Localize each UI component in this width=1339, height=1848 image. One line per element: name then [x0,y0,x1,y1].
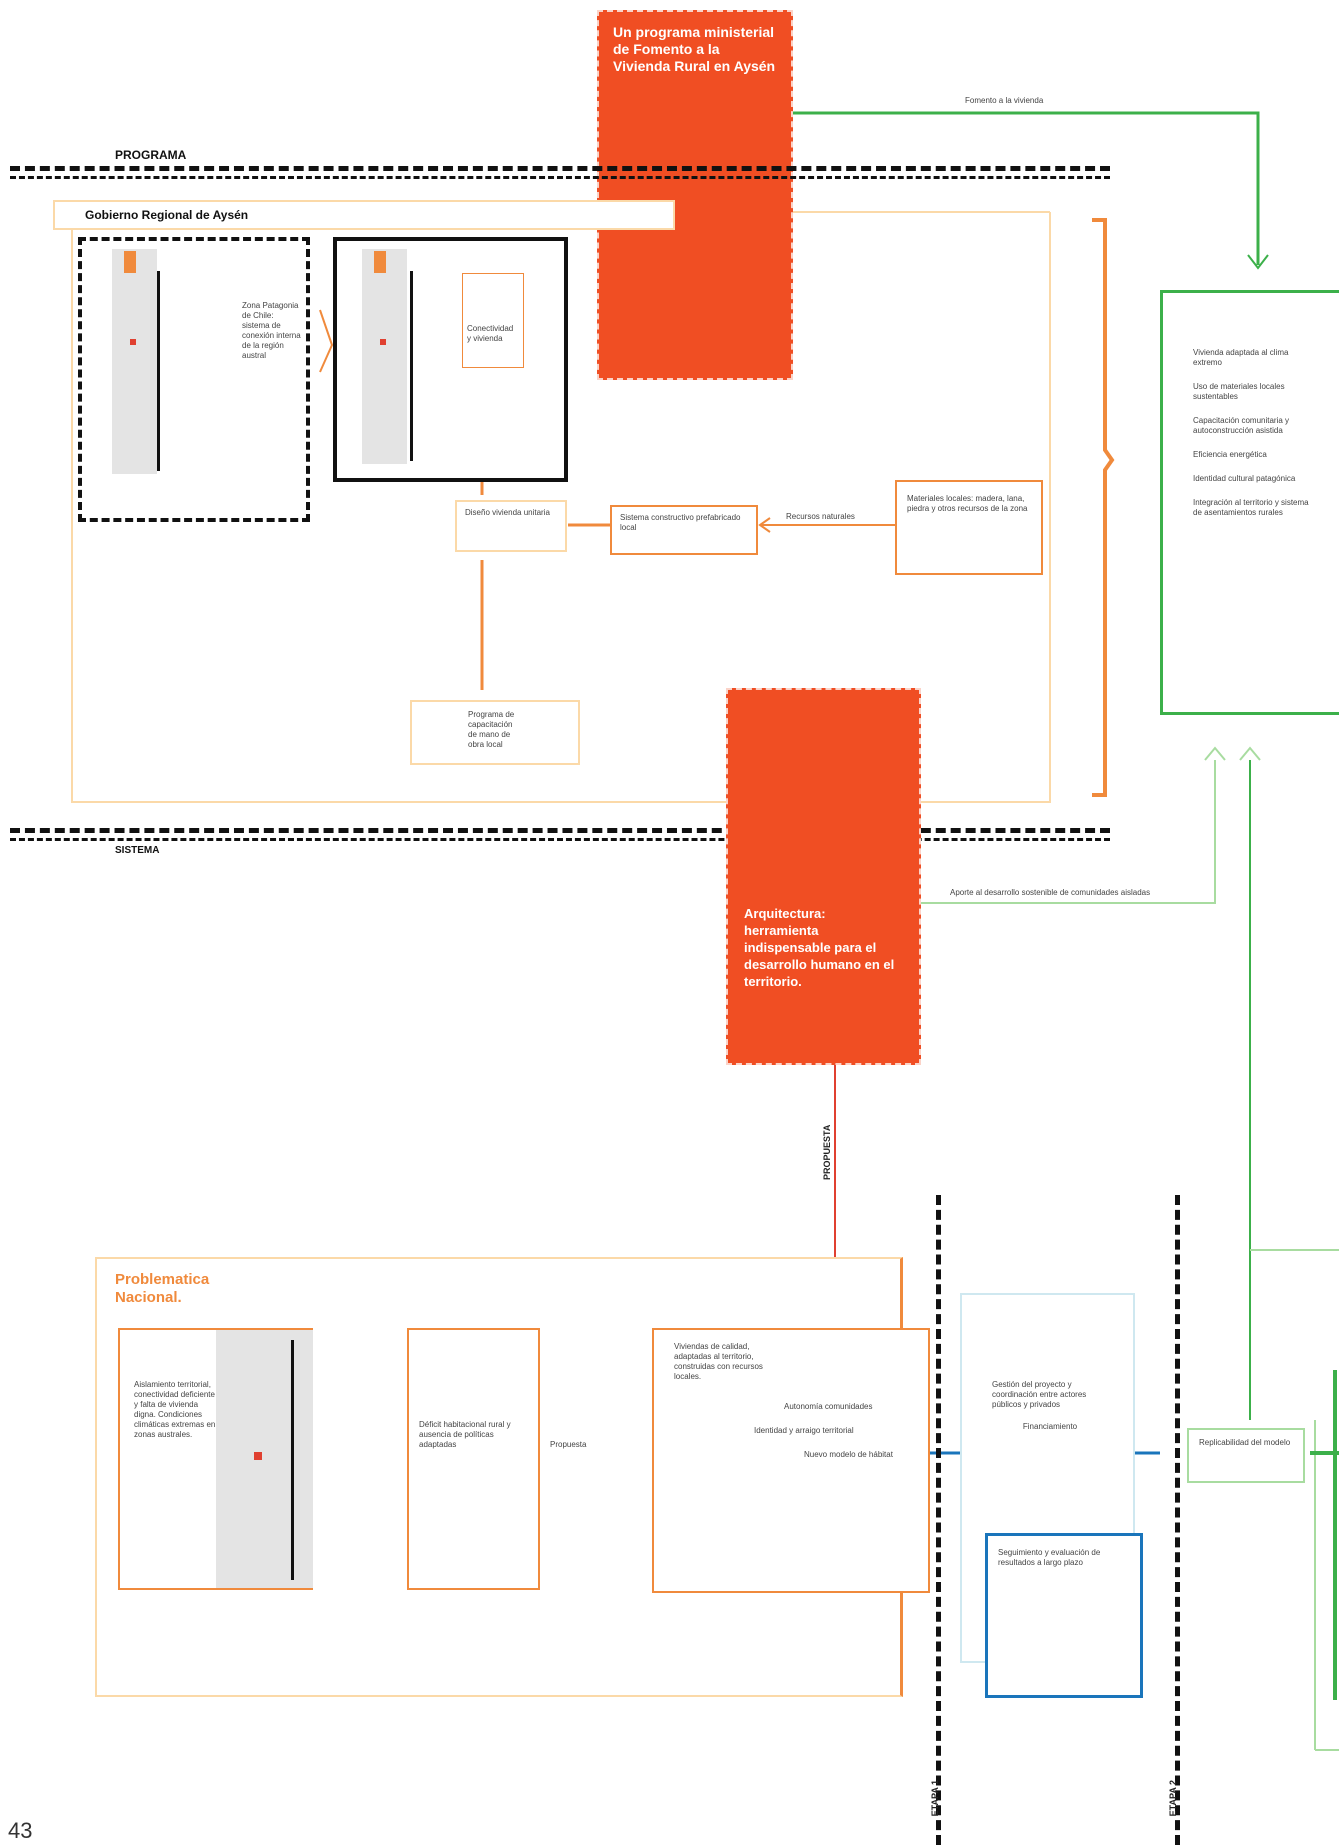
green-item-4: Eficiencia energética [1193,450,1267,459]
right-small-box-text: Replicabilidad del modelo [1199,1438,1291,1447]
top-red-box-text: Un programa ministerial de Fomento a la … [613,24,776,74]
map2-note: Conectividad y vivienda [467,324,514,343]
center-box: Diseño vivienda unitaria [455,500,567,552]
mid-arrow-label: Recursos naturales [786,512,855,521]
bottom-map-bracket [286,1340,294,1580]
map-highlight-2 [374,251,386,273]
bottom-map-box: Aislamiento territorial, conectividad de… [118,1328,313,1590]
green-item-6: Integración al territorio y sistema de a… [1193,498,1309,517]
stage-divider-1 [936,1195,941,1845]
page-number: 43 [8,1818,33,1843]
top-divider [10,166,1110,171]
vertical-label: PROPUESTA [822,1124,832,1180]
bottom-map-notes: Aislamiento territorial, conectividad de… [134,1380,216,1439]
right-box-text: Materiales locales: madera, lana, piedra… [907,494,1028,513]
map-highlight-1 [124,251,136,273]
bottom-chile-map [216,1330,313,1588]
result-top: Viviendas de calidad, adaptadas al terri… [674,1342,763,1381]
green-item-2: Uso de materiales locales sustentables [1193,382,1285,401]
mid-divider-2 [10,838,1110,841]
map2-note-box: Conectividad y vivienda [462,273,524,368]
center-box-text: Diseño vivienda unitaria [465,508,550,517]
top-red-box: Un programa ministerial de Fomento a la … [597,10,793,380]
result-box: Viviendas de calidad, adaptadas al terri… [652,1328,930,1593]
subtitle-text: Gobierno Regional de Aysén [85,208,249,222]
blue-box-text: Seguimiento y evaluación de resultados a… [998,1548,1101,1567]
green-item-1: Vivienda adaptada al clima extremo [1193,348,1289,367]
result-mid2: Identidad y arraigo territorial [754,1426,854,1435]
mid-box-text: Sistema constructivo prefabricado local [620,513,741,532]
stage-divider-2 [1175,1195,1180,1845]
bottom-arrow-label: Propuesta [550,1440,587,1449]
green-item-5: Identidad cultural patagónica [1193,474,1296,483]
bottom-box: Programa de capacitación de mano de obra… [410,700,580,765]
bottom-box-text: Programa de capacitación de mano de obra… [468,710,515,749]
map1-note: Zona Patagonia de Chile: sistema de cone… [242,301,301,360]
green-box: Vivienda adaptada al clima extremo Uso d… [1160,290,1339,715]
divider-label: SISTEMA [115,845,160,856]
map-marker-1 [130,339,136,345]
bottom-center-box: Déficit habitacional rural y ausencia de… [407,1328,540,1590]
lblue-sub: Financiamiento [1022,1422,1078,1431]
mid-divider [10,828,1110,833]
green-item-3: Capacitación comunitaria y autoconstrucc… [1193,416,1290,435]
map-bracket-1 [152,271,160,471]
top-divider-2 [10,176,1110,179]
mid-arrow-label-green: Aporte al desarrollo sostenible de comun… [950,888,1151,897]
blue-box: Seguimiento y evaluación de resultados a… [985,1533,1143,1698]
section-label-programa: PROGRAMA [115,148,187,162]
stage-label-1: ETAPA 1 [930,1780,940,1817]
result-mid1: Autonomía comunidades [784,1402,873,1411]
chile-map-2 [362,249,407,464]
map-frame-1: Zona Patagonia de Chile: sistema de cone… [78,237,310,522]
right-small-box: Replicabilidad del modelo [1187,1428,1305,1483]
mid-red-box-text: Arquitectura: herramienta indispensable … [744,906,895,989]
green-arrow-label: Fomento a la vivienda [965,96,1044,105]
chile-map-1 [112,249,157,474]
map-bracket-2 [405,271,413,461]
mid-box: Sistema constructivo prefabricado local [610,505,758,555]
bottom-map-marker [254,1452,262,1460]
stage-label-2: ETAPA 2 [1168,1780,1178,1817]
mid-red-box: Arquitectura: herramienta indispensable … [726,688,921,1065]
subtitle-bar: Gobierno Regional de Aysén [53,200,675,230]
right-box: Materiales locales: madera, lana, piedra… [895,480,1043,575]
map-frame-2: Conectividad y vivienda [333,237,568,482]
lblue-text: Gestión del proyecto y coordinación entr… [992,1380,1087,1409]
map-marker-2 [380,339,386,345]
result-bottom: Nuevo modelo de hábitat [804,1450,893,1459]
bottom-title: Problematica Nacional. [115,1271,210,1306]
bottom-center-text: Déficit habitacional rural y ausencia de… [419,1420,511,1449]
